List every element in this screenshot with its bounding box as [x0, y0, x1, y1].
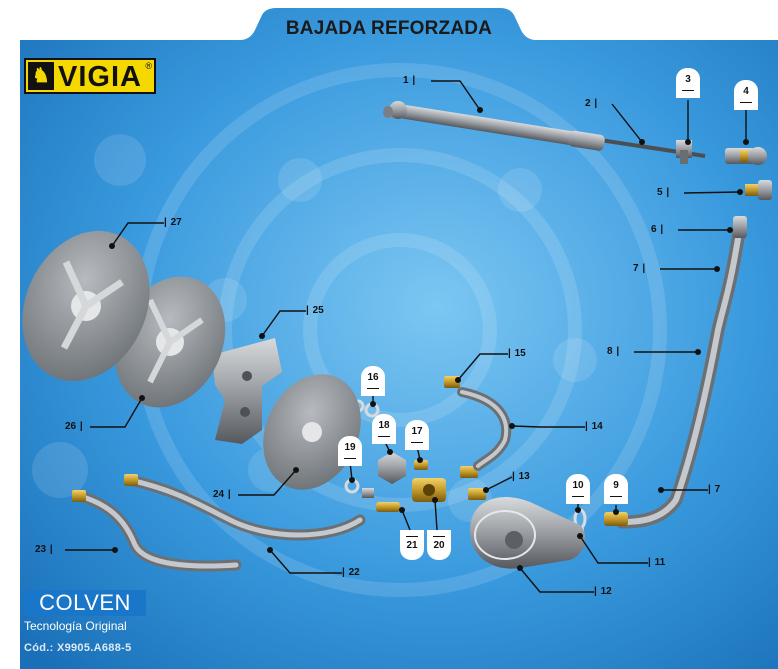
callout-20: 20 — [427, 530, 451, 560]
leader-lines — [65, 80, 747, 593]
part-17-small-fitting — [414, 460, 428, 470]
callout-1: 1 | — [403, 75, 416, 86]
part-4-end-fitting — [725, 147, 767, 165]
part-5-connector — [745, 180, 772, 200]
part-22-hose — [124, 474, 366, 541]
part-18-hex-nut — [378, 452, 406, 484]
part-1-top-tube — [383, 101, 602, 150]
callout-14: | 14 — [585, 421, 603, 432]
part-23-hose — [72, 490, 242, 572]
part-9-fitting — [604, 512, 628, 526]
part-21-nipple — [376, 502, 400, 512]
runner-icon: ♞ — [28, 62, 54, 90]
callout-2: 2 | — [585, 98, 598, 109]
registered-mark: ® — [145, 61, 152, 71]
callout-5: 5 | — [657, 187, 670, 198]
leader-endpoints — [109, 107, 749, 571]
colven-tagline: Tecnología Original — [24, 619, 127, 633]
callout-26: 26 | — [65, 421, 83, 432]
part-12-valve-housing — [470, 497, 586, 569]
callout-11: | 11 — [648, 557, 666, 568]
part-24-disc — [263, 374, 361, 490]
part-8-long-hose — [615, 216, 747, 529]
callout-17: 17 — [405, 420, 429, 450]
callout-12: | 12 — [594, 586, 612, 597]
callout-16: 16 — [361, 366, 385, 396]
callout-23: 23 | — [35, 544, 53, 555]
part-20-valve-body — [412, 478, 446, 502]
vigia-logo-text: VIGIA — [58, 61, 142, 93]
callout-4: 4 — [734, 80, 758, 110]
callout-3: 3 — [676, 68, 700, 98]
colven-logo: COLVEN — [24, 590, 146, 616]
callout-22: | 22 — [342, 567, 360, 578]
callout-13: | 13 — [512, 471, 530, 482]
callout-6: 6 | — [651, 224, 664, 235]
part-14-curved-tube — [457, 387, 512, 471]
part-27-disc — [22, 230, 150, 382]
callout-7-lower: | 7 — [708, 484, 721, 495]
vigia-logo: ♞ VIGIA ® — [24, 58, 156, 94]
page-title: BAJADA REFORZADA — [285, 18, 493, 39]
callout-25: | 25 — [306, 305, 324, 316]
callout-18: 18 — [372, 414, 396, 444]
callout-24: 24 | — [213, 489, 231, 500]
callout-10: 10 — [566, 474, 590, 504]
callout-8: 8 | — [607, 346, 620, 357]
product-code: Cód.: X9905.A688-5 — [24, 642, 132, 654]
callout-27: | 27 — [164, 217, 182, 228]
callout-15: | 15 — [508, 348, 526, 359]
callout-9: 9 — [604, 474, 628, 504]
callout-19: 19 — [338, 436, 362, 466]
callout-21: 21 — [400, 530, 424, 560]
part-25-bracket — [212, 338, 282, 444]
callout-7-upper: 7 | — [633, 263, 646, 274]
part-13-elbow-fittings — [460, 466, 486, 500]
